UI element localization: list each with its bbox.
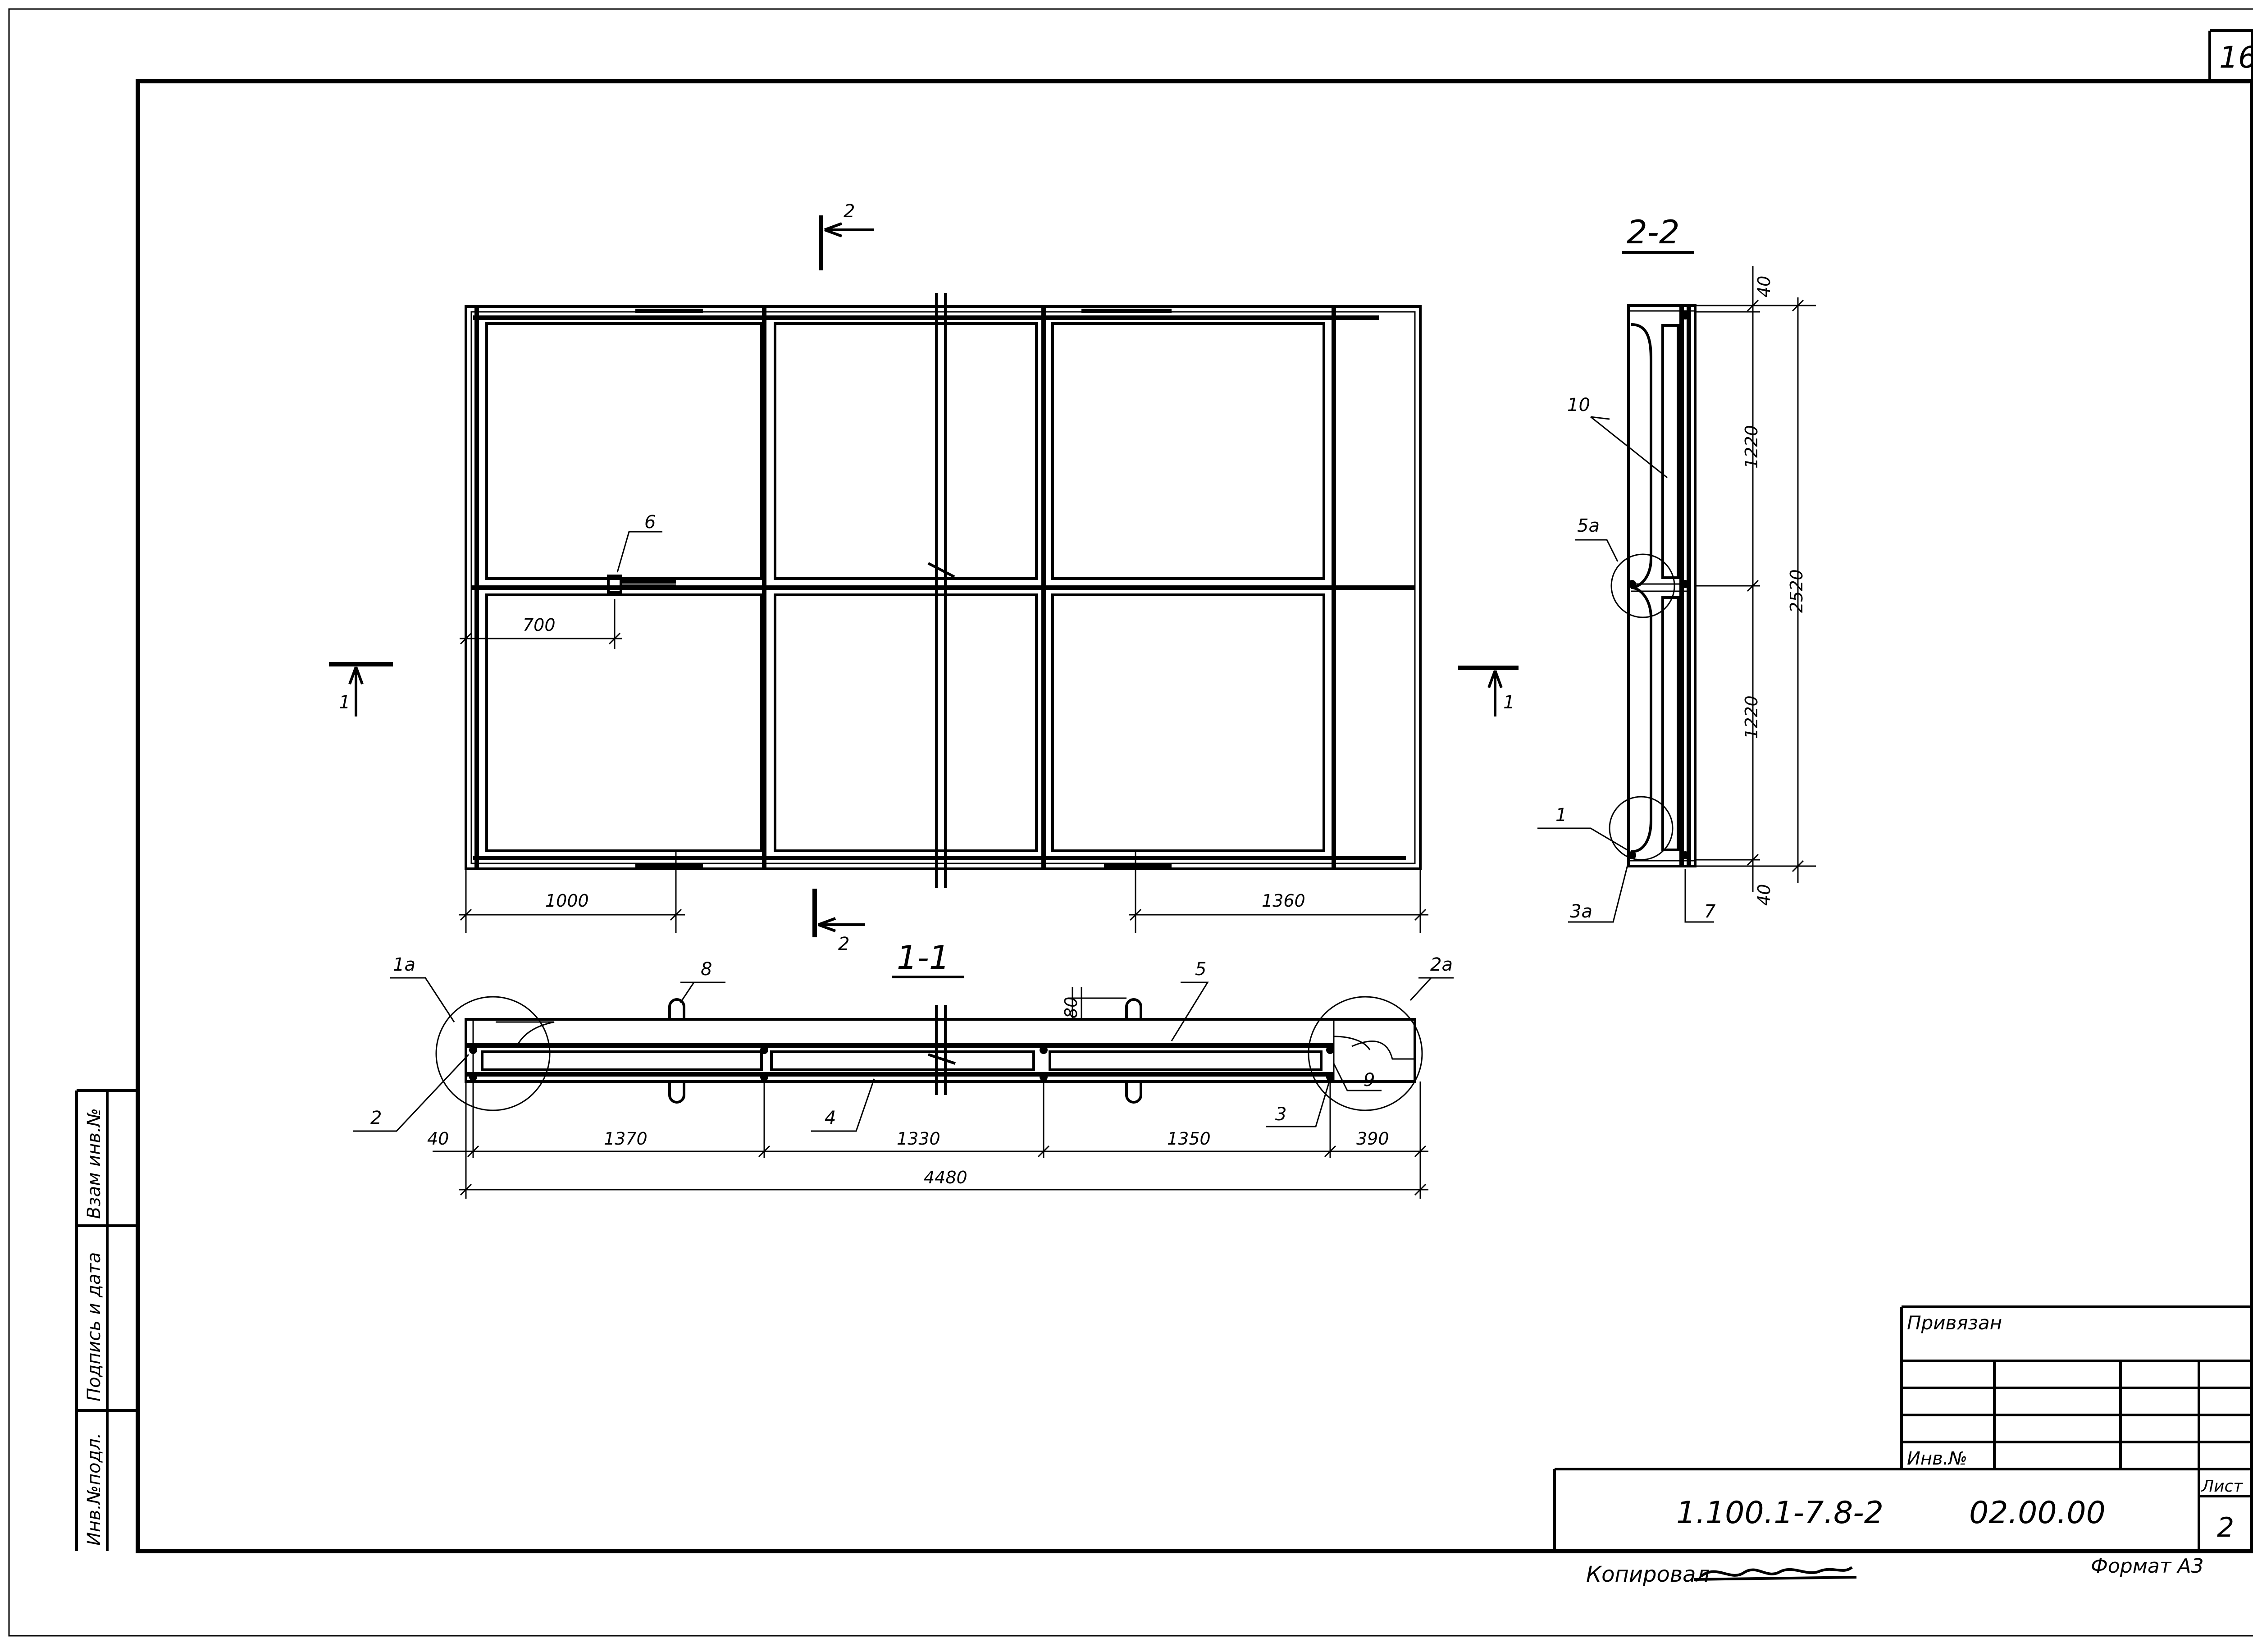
doc-code: 1.100.1-7.8-2 — [1676, 1495, 1884, 1531]
sheet-number-box: 16 — [2208, 29, 2253, 81]
dim-1360: 1360 — [1262, 891, 1305, 911]
stamp-podpis-data: Подпись и дата — [84, 1252, 105, 1401]
dim-700: 700 — [523, 615, 556, 635]
privyazan-label: Привязан — [1907, 1312, 2002, 1334]
stamp-inv-podl: Инв.№подл. — [84, 1433, 105, 1546]
callout-5: 5 — [1195, 959, 1206, 980]
callout-2: 2 — [370, 1108, 382, 1128]
dim-1220-lower: 1220 — [1742, 695, 1761, 739]
kopiroval-label: Копировал — [1586, 1562, 1710, 1587]
callout-2a: 2а — [1430, 954, 1453, 975]
dim-40-top: 40 — [1754, 276, 1774, 297]
dim-80: 80 — [1061, 997, 1081, 1018]
dim-1370: 1370 — [604, 1129, 648, 1149]
title-block: Привязан Инв.№ 1.100.1-7.8-2 02.00.00 Ли… — [1553, 1305, 2252, 1551]
callout-9: 9 — [1364, 1070, 1375, 1091]
svg-text:2: 2 — [844, 201, 855, 222]
section-mark-2-bottom: 2 — [812, 889, 865, 954]
section-2-2-title: 2-2 — [1627, 213, 1680, 251]
side-stamp: Инв.№подл. Подпись и дата Взам инв.№ — [75, 1089, 139, 1551]
copier-signature — [1694, 1566, 1857, 1581]
slab-outline — [465, 305, 1422, 870]
detail-circle-5a — [1610, 553, 1675, 618]
dim-1330: 1330 — [897, 1129, 940, 1149]
inner-drawing-frame — [136, 79, 2253, 1553]
callout-7: 7 — [1704, 901, 1716, 922]
dim-4480: 4480 — [924, 1168, 967, 1187]
plan-view: 6 700 1000 1360 2 2 1 1 — [329, 201, 1519, 954]
callout-3: 3 — [1275, 1104, 1286, 1125]
callout-1: 1 — [1555, 805, 1567, 826]
list-value: 2 — [2217, 1512, 2234, 1543]
dim-2520: 2520 — [1787, 569, 1806, 613]
callout-6: 6 — [644, 512, 656, 533]
dim-40: 40 — [427, 1129, 449, 1149]
section-2-2: 2-2 10 5а 1 3а 7 40 1220 252 — [1537, 213, 1816, 923]
format-label: Формат А3 — [2091, 1555, 2204, 1578]
list-label: Лист — [2201, 1477, 2243, 1496]
section-mark-2-top: 2 — [819, 201, 874, 270]
detail-circle-1 — [1609, 796, 1674, 861]
callout-4: 4 — [825, 1108, 836, 1128]
inv-no-label: Инв.№ — [1907, 1448, 1967, 1469]
section-mark-1-left: 1 — [329, 662, 393, 716]
section-1-1: 1-1 1а 8 5 2а 2 — [353, 939, 1454, 1199]
sheet-number: 16 — [2219, 40, 2253, 75]
footer: Копировал Формат А3 — [1586, 1555, 2204, 1587]
doc-number: 02.00.00 — [1969, 1495, 2106, 1531]
callout-8: 8 — [701, 959, 712, 980]
svg-text:1: 1 — [1503, 692, 1514, 713]
callout-1a: 1а — [393, 954, 415, 975]
dim-1350: 1350 — [1167, 1129, 1211, 1149]
callout-10: 10 — [1567, 395, 1590, 415]
lifting-loop-right — [1125, 998, 1142, 1104]
dim-1000: 1000 — [545, 891, 589, 911]
rebar-grid — [471, 306, 1415, 869]
detail-circle-2a — [1308, 996, 1423, 1111]
stamp-vzam-inv: Взам инв.№ — [84, 1108, 105, 1219]
svg-text:1: 1 — [339, 692, 350, 713]
callout-3a: 3а — [1570, 901, 1592, 922]
dim-390: 390 — [1356, 1129, 1389, 1149]
dim-40-bottom: 40 — [1754, 884, 1774, 906]
outer-sheet-border — [8, 8, 2253, 1637]
slab-cells — [485, 322, 1325, 852]
lifting-loop-left — [668, 998, 685, 1104]
detail-circle-1a — [435, 996, 551, 1111]
svg-text:2: 2 — [838, 934, 849, 954]
section-mark-1-right: 1 — [1458, 666, 1519, 716]
dim-1220-upper: 1220 — [1742, 425, 1761, 469]
embedded-plate — [607, 575, 622, 593]
section-1-1-title: 1-1 — [897, 939, 950, 977]
break-line — [927, 293, 955, 888]
callout-5a: 5а — [1577, 516, 1600, 536]
